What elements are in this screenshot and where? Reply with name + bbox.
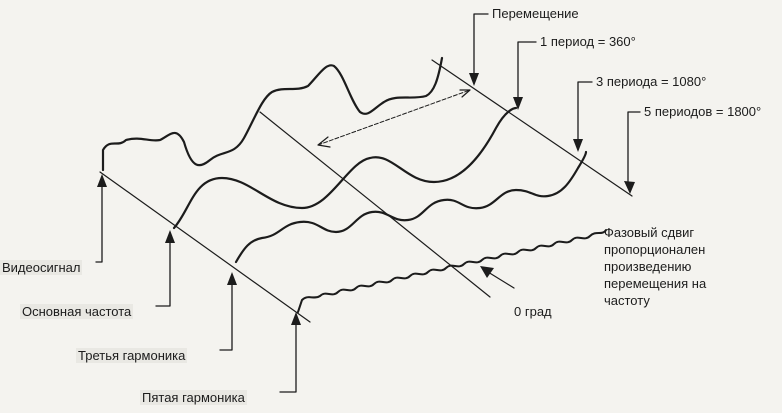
fifth-arrowhead [291, 312, 301, 325]
period3-arrowhead [573, 139, 583, 152]
period5-label: 5 периодов = 1800° [644, 104, 762, 119]
third-harmonic-label: Третья гармоника [76, 348, 188, 363]
displacement-arrowhead [469, 73, 479, 86]
reference-line-period1 [431, 59, 633, 197]
fundamental-wave [172, 106, 518, 230]
period5-arrowhead [624, 181, 635, 194]
displacement-arrow [317, 89, 471, 146]
fundamental-label: Основная частота [20, 304, 134, 319]
reference-line-video [99, 171, 311, 323]
period3-label: 3 периода = 1080° [596, 74, 707, 89]
third-harmonic-wave [234, 150, 588, 264]
reference-line-zero [259, 111, 491, 298]
period1-label: 1 период = 360° [540, 34, 636, 49]
video-signal-wave [101, 56, 444, 172]
video-arrowhead [97, 174, 107, 187]
phase-shift-note: Фазовый сдвиг пропорционален произведени… [604, 225, 707, 308]
third-arrowhead [227, 272, 237, 285]
fundamental-arrowhead [165, 230, 175, 243]
video-signal-label: Видеосигнал [0, 260, 83, 275]
period1-arrowhead [513, 97, 523, 110]
zero-arrowhead [480, 266, 494, 278]
displacement-label: Перемещение [492, 6, 579, 21]
fifth-harmonic-label: Пятая гармоника [140, 390, 247, 405]
fifth-harmonic-wave [297, 229, 607, 313]
zero-degree-label: 0 град [514, 304, 552, 319]
